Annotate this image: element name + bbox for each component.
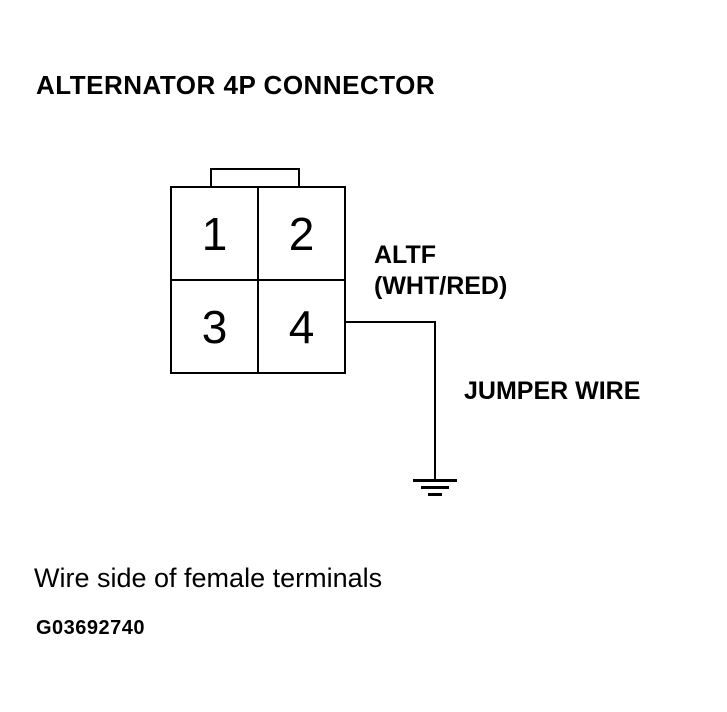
ground-icon xyxy=(413,479,457,500)
ground-bar-middle xyxy=(421,486,449,489)
terminal-4: 4 xyxy=(258,280,344,372)
wire-label-name: ALTF xyxy=(374,241,437,269)
caption-text: Wire side of female terminals xyxy=(34,563,383,593)
diagram-title: ALTERNATOR 4P CONNECTOR xyxy=(36,70,436,100)
terminal-3: 3 xyxy=(172,280,258,372)
wire-label: ALTF (WHT/RED) xyxy=(374,240,507,302)
wire-horizontal-segment xyxy=(346,321,436,323)
ground-bar-bottom xyxy=(428,493,442,496)
terminal-2: 2 xyxy=(258,188,344,280)
wire-label-color: (WHT/RED) xyxy=(374,272,508,300)
connector-4p-body: 1 2 3 4 xyxy=(170,186,346,374)
terminal-1: 1 xyxy=(172,188,258,280)
jumper-wire-label: JUMPER WIRE xyxy=(464,377,641,405)
wire-vertical-segment xyxy=(434,321,436,481)
ground-bar-top xyxy=(413,479,457,482)
connector-tab xyxy=(210,168,300,186)
figure-id: G03692740 xyxy=(36,617,146,639)
